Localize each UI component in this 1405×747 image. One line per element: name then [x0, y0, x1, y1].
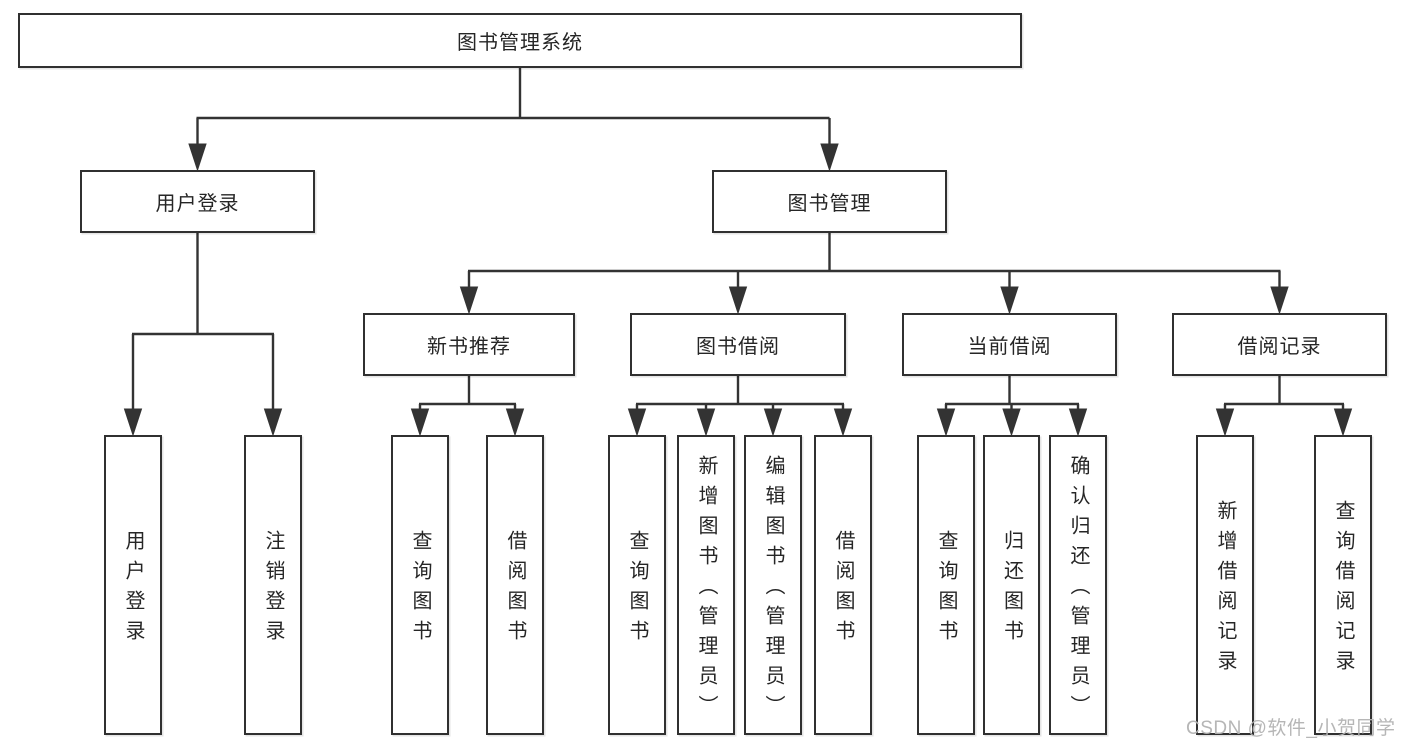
- leaf-user-login: 用户登录: [104, 435, 162, 735]
- leaf-query-books-current-label: 查询图书: [935, 530, 957, 650]
- leaf-return-book: 归还图书: [983, 435, 1040, 735]
- node-borrow-records-label: 借阅记录: [1237, 336, 1322, 358]
- leaf-borrow-books-2: 借阅图书: [814, 435, 872, 735]
- leaf-add-borrow-record: 新增借阅记录: [1196, 435, 1254, 735]
- leaf-add-book-admin-label: 新增图书（管理员）: [695, 455, 717, 725]
- leaf-confirm-return-admin-label: 确认归还（管理员）: [1067, 455, 1089, 725]
- node-root-label: 图书管理系统: [457, 32, 583, 54]
- leaf-query-books-borrow: 查询图书: [608, 435, 666, 735]
- node-book-management-label: 图书管理: [787, 193, 872, 215]
- node-new-book-recommend: 新书推荐: [363, 313, 575, 376]
- leaf-confirm-return-admin: 确认归还（管理员）: [1049, 435, 1107, 735]
- node-current-borrow: 当前借阅: [902, 313, 1117, 376]
- leaf-borrow-books-recommend-label: 借阅图书: [504, 530, 526, 650]
- leaf-logout-label: 注销登录: [262, 530, 284, 650]
- node-current-borrow-label: 当前借阅: [967, 336, 1052, 358]
- leaf-return-book-label: 归还图书: [1000, 530, 1023, 650]
- leaf-borrow-books-2-label: 借阅图书: [832, 530, 854, 650]
- node-book-borrow: 图书借阅: [630, 313, 846, 376]
- leaf-edit-book-admin: 编辑图书（管理员）: [744, 435, 802, 735]
- leaf-query-books-current: 查询图书: [917, 435, 975, 735]
- leaf-query-borrow-record: 查询借阅记录: [1314, 435, 1372, 735]
- leaf-user-login-label: 用户登录: [122, 530, 144, 650]
- leaf-query-books-recommend-label: 查询图书: [409, 530, 431, 650]
- node-borrow-records: 借阅记录: [1172, 313, 1387, 376]
- node-new-book-recommend-label: 新书推荐: [427, 336, 511, 358]
- node-book-borrow-label: 图书借阅: [696, 336, 780, 358]
- leaf-query-books-borrow-label: 查询图书: [626, 530, 648, 650]
- leaf-borrow-books-recommend: 借阅图书: [486, 435, 544, 735]
- node-user-login-label: 用户登录: [155, 193, 240, 215]
- node-user-login: 用户登录: [80, 170, 315, 233]
- csdn-watermark: CSDN @软件_小贺同学: [1186, 718, 1396, 739]
- leaf-logout: 注销登录: [244, 435, 302, 735]
- node-root: 图书管理系统: [18, 13, 1022, 68]
- leaf-edit-book-admin-label: 编辑图书（管理员）: [762, 455, 784, 725]
- node-book-management: 图书管理: [712, 170, 947, 233]
- leaf-query-borrow-record-label: 查询借阅记录: [1332, 500, 1354, 680]
- leaf-add-borrow-record-label: 新增借阅记录: [1214, 500, 1236, 680]
- leaf-add-book-admin: 新增图书（管理员）: [677, 435, 735, 735]
- leaf-query-books-recommend: 查询图书: [391, 435, 449, 735]
